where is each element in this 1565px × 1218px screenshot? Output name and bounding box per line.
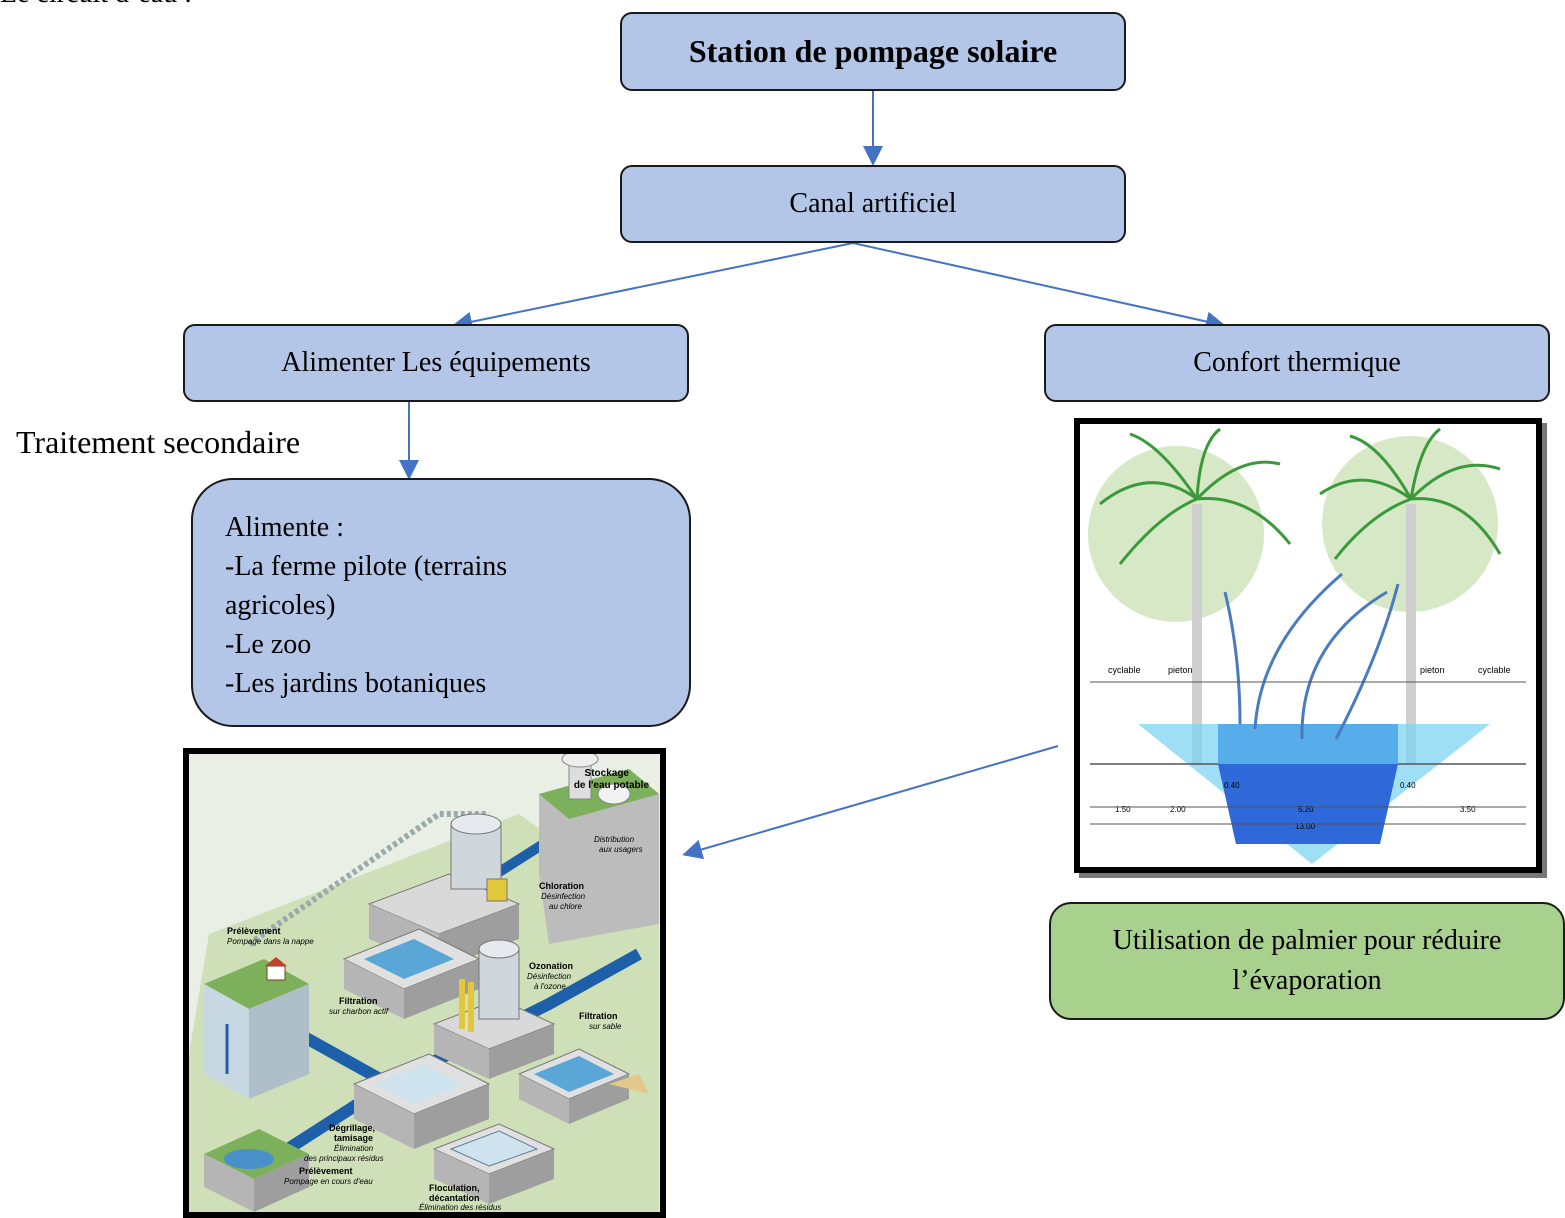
plant-label: Pompage en cours d'eau <box>284 1177 373 1186</box>
section-label: 0.40 <box>1400 781 1416 790</box>
plant-label: Filtration <box>579 1011 618 1021</box>
palmier-line: Utilisation de palmier pour réduire <box>1112 925 1502 956</box>
alimente-line: Alimente : <box>225 512 344 543</box>
section-label: 5.20 <box>1298 805 1314 814</box>
plant-label: Prélèvement <box>299 1166 353 1176</box>
plant-label: sur charbon actif <box>329 1007 389 1016</box>
top-cut-text: Le circuit d’eau : <box>0 0 192 10</box>
treatment-plant-graphic: Stockage de l'eau potable Distribution a… <box>189 754 660 1212</box>
plant-label: Dégrillage, <box>329 1123 375 1133</box>
alimente-line: -Le zoo <box>225 629 312 660</box>
plant-label: Désinfection <box>527 972 572 981</box>
alimente-line: agricoles) <box>225 590 336 621</box>
alimente-line: -Les jardins botaniques <box>225 668 487 699</box>
plant-label: au chlore <box>549 902 582 911</box>
plant-label: sur sable <box>589 1022 622 1031</box>
plant-label: des principaux résidus <box>304 1154 384 1163</box>
plant-label: Ozonation <box>529 961 573 971</box>
plant-label: de l'eau potable <box>574 780 650 791</box>
palmier-line: l’évaporation <box>1232 965 1382 996</box>
alimente-box: Alimente : -La ferme pilote (terrains ag… <box>191 478 691 727</box>
plant-label: Filtration <box>339 996 378 1006</box>
plant-label: à l'ozone <box>534 982 566 991</box>
plant-label: Désinfection <box>541 892 586 901</box>
traitement-label: Traitement secondaire <box>16 424 301 460</box>
section-label: cyclable <box>1108 665 1141 675</box>
plant-label: Distribution <box>594 835 635 844</box>
canal-section-illustration: cyclable pieton pieton cyclable 1.50 2.0… <box>1074 418 1542 873</box>
arrow-canal-to-right <box>852 242 1226 332</box>
palmier-box: Utilisation de palmier pour réduire l’év… <box>1049 902 1565 1020</box>
plant-label: Pompage dans la nappe <box>227 937 314 946</box>
plant-label: Floculation, <box>429 1183 480 1193</box>
confort-box: Confort thermique <box>1044 324 1550 402</box>
section-label: cyclable <box>1478 665 1511 675</box>
water-treatment-illustration: Stockage de l'eau potable Distribution a… <box>183 748 666 1218</box>
plant-label: tamisage <box>334 1133 373 1143</box>
section-label: 13.00 <box>1295 822 1316 831</box>
canal-section-graphic: cyclable pieton pieton cyclable 1.50 2.0… <box>1088 427 1526 864</box>
plant-label: Élimination des résidus <box>419 1203 501 1212</box>
section-label: 1.50 <box>1115 805 1131 814</box>
plant-label: Chloration <box>539 881 584 891</box>
alimente-line: -La ferme pilote (terrains <box>225 551 508 582</box>
section-label: pieton <box>1420 665 1445 675</box>
section-label: 2.00 <box>1170 805 1186 814</box>
alimenter-box: Alimenter Les équipements <box>183 324 689 402</box>
section-label: 0.40 <box>1224 781 1240 790</box>
plant-label: décantation <box>429 1193 480 1203</box>
plant-label: Prélèvement <box>227 926 281 936</box>
arrow-canal-to-left <box>452 242 854 332</box>
plant-label: Élimination <box>334 1144 374 1153</box>
title-box: Station de pompage solaire <box>620 12 1126 91</box>
plant-label: Stockage <box>585 768 630 779</box>
section-label: 3.50 <box>1460 805 1476 814</box>
section-label: pieton <box>1168 665 1193 675</box>
arrow-section-to-plant <box>682 745 1059 860</box>
plant-label: aux usagers <box>599 845 643 854</box>
canal-box: Canal artificiel <box>620 165 1126 243</box>
